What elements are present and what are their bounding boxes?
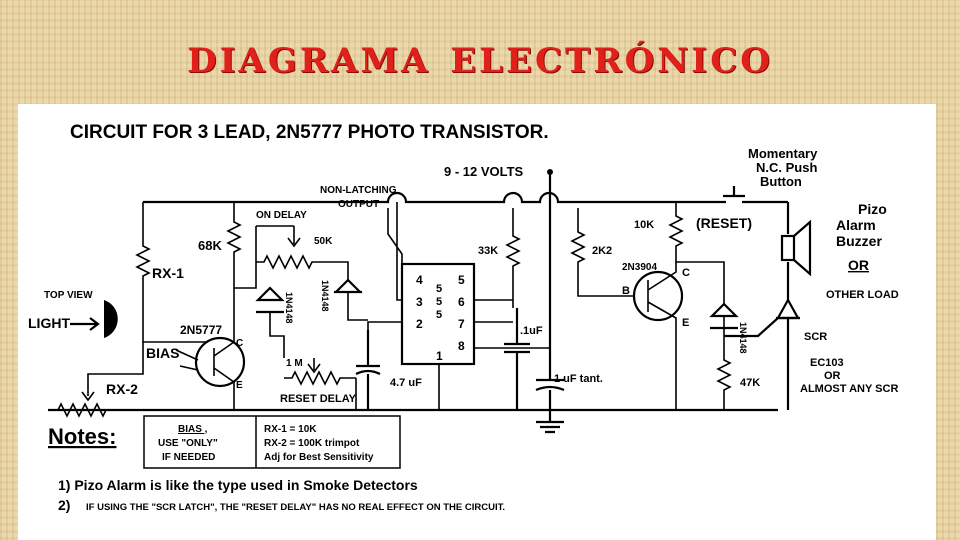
circuit-diagram: CIRCUIT FOR 3 LEAD, 2N5777 PHOTO TRANSIS… — [28, 122, 899, 513]
notes-box-left-1: BIAS , — [178, 424, 208, 435]
light-label: LIGHT — [28, 315, 70, 331]
resistor-33k-icon — [505, 208, 521, 308]
q1-label: 2N5777 — [180, 323, 222, 337]
q1-pin-e: E — [236, 380, 243, 391]
capacitor-1uf-tant-icon — [535, 202, 565, 434]
scr-note-2: OR — [824, 370, 841, 382]
note-item-2: IF USING THE "SCR LATCH", THE "RESET DEL… — [86, 502, 505, 513]
diode-left-icon — [255, 286, 285, 358]
reset-label: (RESET) — [696, 215, 752, 231]
note-item-2-number: 2) — [58, 497, 70, 513]
light-arrows-icon — [175, 349, 199, 371]
buzzer-label-1: Pizo — [858, 201, 887, 217]
ic-pin-8: 8 — [458, 339, 465, 353]
potentiometer-1m-icon — [284, 358, 357, 410]
slide-title: Diagrama electrónico — [187, 28, 773, 84]
r2k2-label: 2K2 — [592, 245, 612, 257]
rx1-label: RX-1 — [152, 265, 184, 281]
transistor-2n3904-icon — [632, 270, 684, 322]
bias-label: BIAS — [146, 345, 179, 361]
ic-pin-1: 1 — [436, 349, 443, 363]
ic-pin-3: 3 — [416, 295, 423, 309]
notes-box-left-2: USE "ONLY" — [158, 438, 218, 449]
notes-box-right-2: RX-2 = 100K trimpot — [264, 438, 360, 449]
c47-label: 4.7 uF — [390, 377, 422, 389]
diode-right-icon — [709, 302, 739, 348]
ic-name-3: 5 — [436, 309, 442, 321]
reset-delay-label: RESET DELAY — [280, 393, 357, 405]
scr-icon — [724, 297, 800, 410]
q2-pin-c: C — [682, 267, 690, 279]
schematic-heading: CIRCUIT FOR 3 LEAD, 2N5777 PHOTO TRANSIS… — [70, 122, 549, 143]
ic-pin-7: 7 — [458, 317, 465, 331]
note-item-1: 1) Pizo Alarm is like the type used in S… — [58, 477, 418, 493]
resistor-2k2-icon — [570, 208, 634, 297]
or-label: OR — [848, 257, 869, 273]
scr-note-3: ALMOST ANY SCR — [800, 383, 898, 395]
q2-label: 2N3904 — [622, 262, 657, 273]
ic-wiring — [367, 202, 513, 410]
notes-box-left-3: IF NEEDED — [162, 452, 215, 463]
supply-label: 9 - 12 VOLTS — [444, 164, 524, 179]
diode-left-label: 1N4148 — [284, 292, 294, 324]
r33k-label: 33K — [478, 245, 498, 257]
potentiometer-50k-icon — [256, 225, 349, 280]
schematic-panel: CIRCUIT FOR 3 LEAD, 2N5777 PHOTO TRANSIS… — [18, 104, 936, 540]
notes-box-right-3: Adj for Best Sensitivity — [264, 452, 374, 463]
r47k-label: 47K — [740, 377, 760, 389]
q2-pin-e: E — [682, 317, 689, 329]
non-latching-label: NON-LATCHING — [320, 185, 397, 196]
diode-center-label: 1N4148 — [320, 280, 330, 312]
r50k-label: 50K — [314, 236, 333, 247]
other-load-label: OTHER LOAD — [826, 289, 899, 301]
switch-label-2: N.C. Push — [756, 160, 817, 175]
capacitor-47uf-icon — [355, 330, 381, 410]
capacitor-01uf-icon — [504, 308, 530, 410]
buzzer-icon — [780, 202, 812, 300]
switch-label-1: Momentary — [748, 146, 818, 161]
r10k-label: 10K — [634, 219, 654, 231]
ic-555-icon — [400, 262, 476, 366]
light-arrow-icon — [70, 317, 100, 331]
rx2-label: RX-2 — [106, 381, 138, 397]
resistor-10k-icon — [668, 202, 725, 304]
scr-note-1: EC103 — [810, 357, 844, 369]
c01-label: .1uF — [520, 325, 543, 337]
q1-pin-c: C — [236, 338, 243, 349]
resistor-rx1-icon — [135, 202, 208, 343]
output-label: OUTPUT — [338, 199, 379, 210]
ic-pin-5: 5 — [458, 273, 465, 287]
diode-center-icon — [333, 278, 368, 321]
r68k-label: 68K — [198, 238, 222, 253]
switch-label-3: Button — [760, 174, 802, 189]
phototransistor-icon — [194, 336, 246, 388]
top-view-label: TOP VIEW — [44, 290, 93, 301]
sensor-top-view-icon — [104, 300, 118, 338]
diode-right-label: 1N4148 — [738, 322, 748, 354]
c1-label: 1 uF tant. — [554, 373, 603, 385]
transistor-2n3904-leads — [647, 262, 677, 410]
buzzer-label-2: Alarm — [836, 217, 876, 233]
q2-pin-b: B — [622, 285, 630, 297]
ic-pin-4: 4 — [416, 273, 423, 287]
ic-pin-2: 2 — [416, 317, 423, 331]
phototransistor-leads — [213, 288, 235, 410]
ic-name-2: 5 — [436, 296, 442, 308]
ic-pin-6: 6 — [458, 295, 465, 309]
notes-box — [143, 415, 401, 469]
r1m-label: 1 M — [286, 358, 303, 369]
trimpot-rx2-icon — [48, 342, 144, 418]
resistor-68k-icon — [226, 202, 257, 289]
ic-name-1: 5 — [436, 283, 442, 295]
buzzer-label-3: Buzzer — [836, 233, 882, 249]
scr-label: SCR — [804, 331, 827, 343]
resistor-47k-icon — [716, 348, 732, 410]
top-rail — [143, 191, 718, 204]
push-button-switch-icon — [718, 186, 788, 204]
notes-heading: Notes: — [48, 424, 116, 449]
on-delay-label: ON DELAY — [256, 210, 307, 221]
notes-box-right-1: RX-1 = 10K — [264, 424, 317, 435]
